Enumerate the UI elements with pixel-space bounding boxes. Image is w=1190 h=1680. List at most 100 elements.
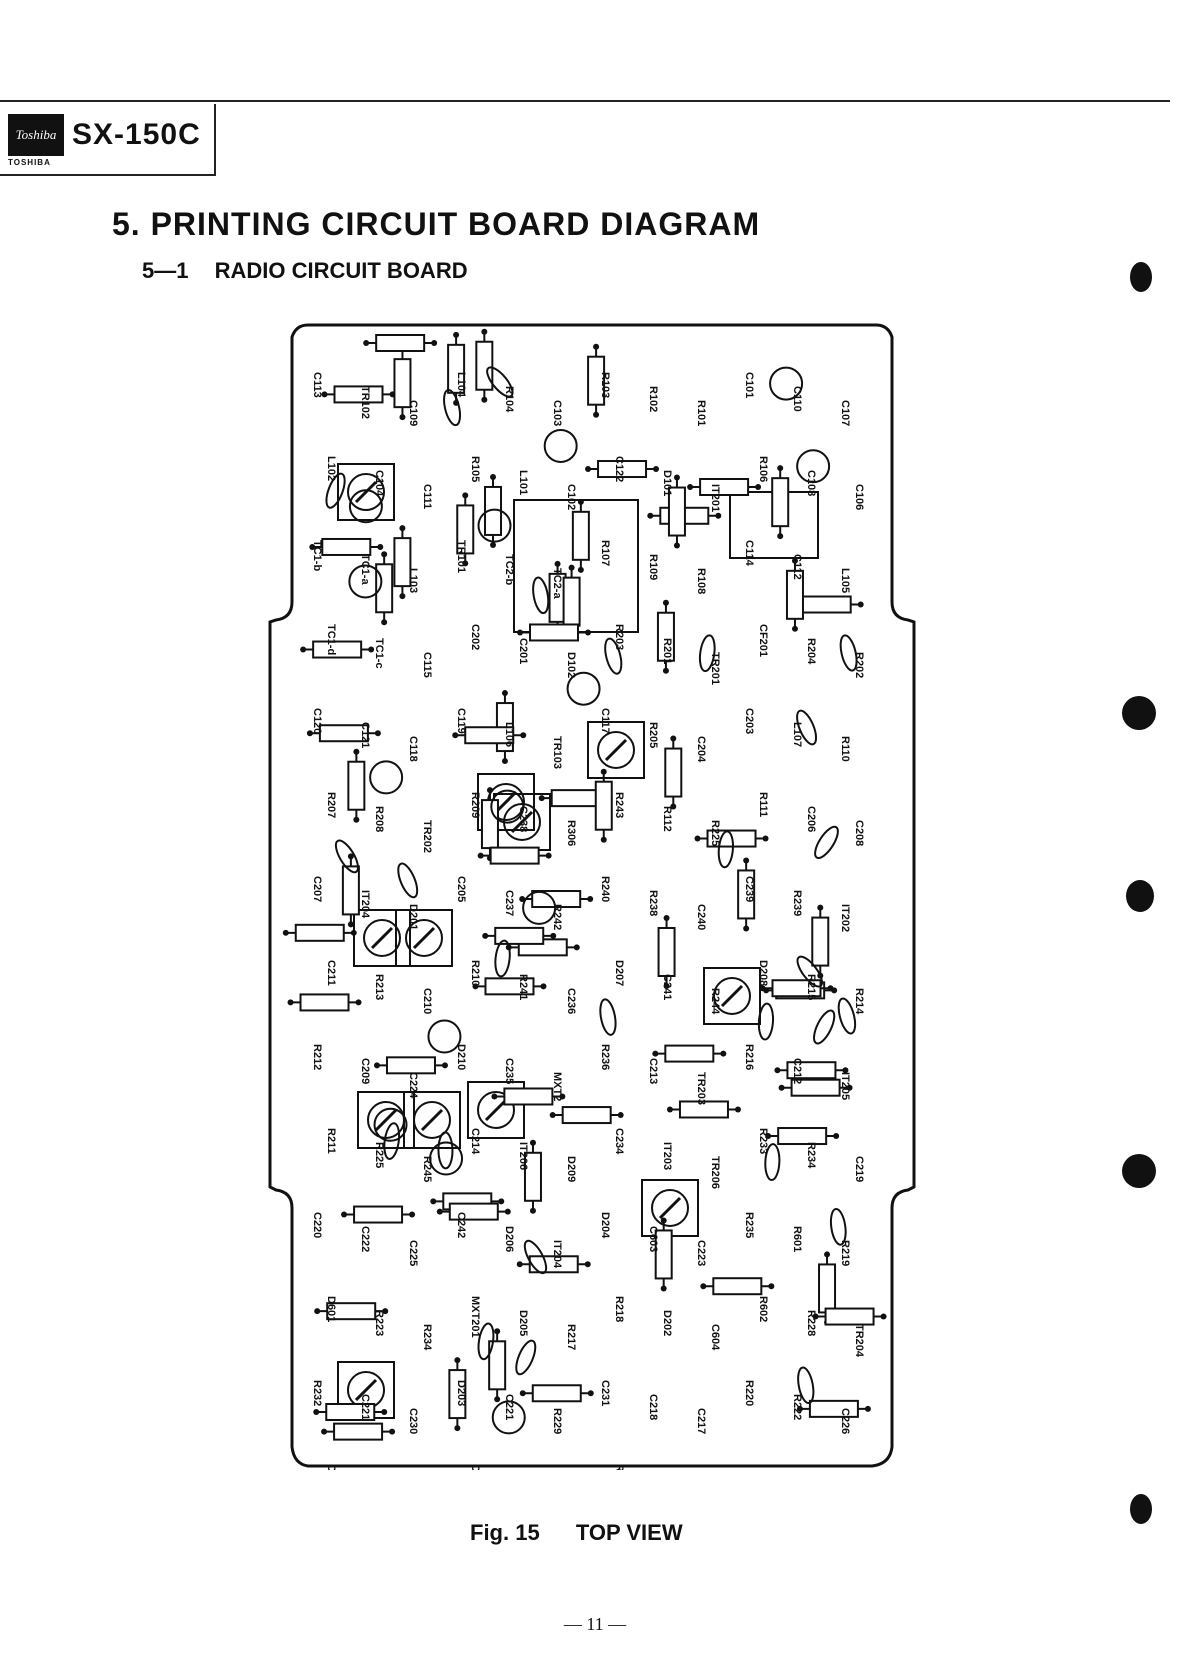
resistor-footprint	[347, 748, 366, 823]
capacitor-footprint	[757, 1002, 775, 1041]
component-label: R111	[757, 792, 769, 817]
capacitor-footprint	[796, 709, 818, 746]
component-label: IT201	[709, 484, 721, 512]
resistor-footprint	[687, 478, 762, 497]
page-number: — 11 —	[563, 1614, 627, 1634]
component-label: C222	[359, 1226, 371, 1252]
component-label: R104	[503, 386, 515, 413]
transistor-footprint	[369, 760, 404, 795]
component-label: C242	[455, 1212, 467, 1238]
resistor-footprint	[482, 926, 557, 945]
component-label: IT206	[517, 1142, 529, 1170]
resistor-footprint	[436, 1202, 511, 1221]
component-label: C103	[551, 400, 563, 426]
component-label: R233	[757, 1128, 769, 1154]
capacitor-footprint	[837, 997, 857, 1035]
capacitor-footprint	[599, 998, 617, 1036]
board-outline	[268, 323, 916, 1468]
component-label: IT204	[551, 1240, 563, 1269]
resistor-footprint	[448, 1357, 467, 1432]
resistor-footprint	[475, 328, 494, 403]
ifcan-footprint	[395, 909, 453, 967]
component-label: C221	[359, 1394, 371, 1420]
section-title: 5. PRINTING CIRCUIT BOARD DIAGRAM	[112, 206, 761, 242]
component-label: C121	[359, 722, 371, 748]
component-label: R245	[421, 1156, 433, 1182]
component-label: C114	[743, 540, 755, 567]
capacitor-footprint	[604, 637, 623, 675]
component-label: C110	[791, 386, 803, 412]
component-label: D208	[757, 960, 769, 986]
component-label: R219	[839, 1240, 851, 1266]
component-label: R306	[565, 820, 577, 846]
component-label: C218	[647, 1394, 659, 1420]
component-label: MXT2	[551, 1072, 563, 1101]
component-label: L101	[517, 470, 529, 495]
component-label: C227	[325, 1464, 337, 1470]
component-label: C214	[469, 1128, 481, 1155]
component-label: IT205	[839, 1072, 851, 1100]
component-label: R207	[325, 792, 337, 818]
transistor-footprint	[769, 366, 804, 401]
model-number: SX-150C	[72, 118, 201, 151]
component-label: R241	[517, 974, 529, 1000]
component-label: TC1-c	[373, 638, 385, 669]
component-label: C201	[517, 638, 529, 664]
resistor-footprint	[664, 735, 683, 810]
component-label: IT203	[661, 1142, 673, 1170]
resistor-footprint	[452, 726, 527, 745]
resistor-footprint	[373, 1056, 448, 1075]
capacitor-footprint	[477, 1322, 495, 1361]
capacitor-footprint	[814, 825, 839, 860]
component-label: C234	[613, 1128, 625, 1155]
component-label: C111	[421, 484, 433, 509]
component-label: C239	[743, 876, 755, 902]
component-label: C221	[503, 1394, 515, 1420]
component-label: C206	[805, 806, 817, 832]
component-label: C235	[503, 1058, 515, 1084]
component-label: R211	[325, 1128, 337, 1154]
component-label: C240	[695, 904, 707, 930]
capacitor-footprint	[494, 939, 511, 978]
component-label: R110	[839, 736, 851, 762]
model-box	[0, 104, 216, 176]
component-label: C238	[517, 806, 529, 832]
component-label: C211	[325, 960, 337, 986]
component-label: C603	[647, 1226, 659, 1252]
component-label: TR202	[421, 820, 433, 853]
resistor-footprint	[549, 1106, 624, 1125]
component-label: D202	[661, 1310, 673, 1336]
component-label: R236	[599, 1044, 611, 1070]
component-label: TR103	[551, 736, 563, 769]
component-label: R112	[661, 806, 673, 832]
resistor-footprint	[774, 1061, 849, 1080]
component-label: R216	[743, 1044, 755, 1070]
resistor-footprint	[282, 923, 357, 942]
component-label: D101	[661, 470, 673, 496]
ifcan-footprint	[703, 967, 761, 1025]
component-label: TR204	[853, 1324, 865, 1358]
resistor-footprint	[654, 1217, 673, 1292]
resistor-footprint	[300, 640, 375, 659]
component-label: C230	[407, 1408, 419, 1434]
component-label: R204	[805, 638, 817, 665]
resistor-footprint	[517, 623, 592, 642]
component-label: R234	[805, 1142, 817, 1169]
component-label: C108	[805, 470, 817, 496]
component-label: D206	[503, 1226, 515, 1252]
transistor-footprint	[796, 449, 831, 484]
transistor-footprint	[348, 564, 383, 599]
capacitor-footprint	[839, 634, 858, 672]
transistor-footprint	[348, 489, 383, 524]
component-label: C207	[311, 876, 323, 902]
component-label: R203	[613, 624, 625, 650]
resistor-footprint	[456, 492, 475, 567]
component-label: C102	[565, 484, 577, 510]
component-label: C115	[421, 652, 433, 678]
resistor-footprint	[759, 979, 834, 998]
component-label: R208	[373, 806, 385, 832]
component-label: C225	[407, 1240, 419, 1266]
capacitor-footprint	[397, 862, 419, 899]
component-label: C101	[743, 372, 755, 398]
component-label: R235	[743, 1212, 755, 1238]
